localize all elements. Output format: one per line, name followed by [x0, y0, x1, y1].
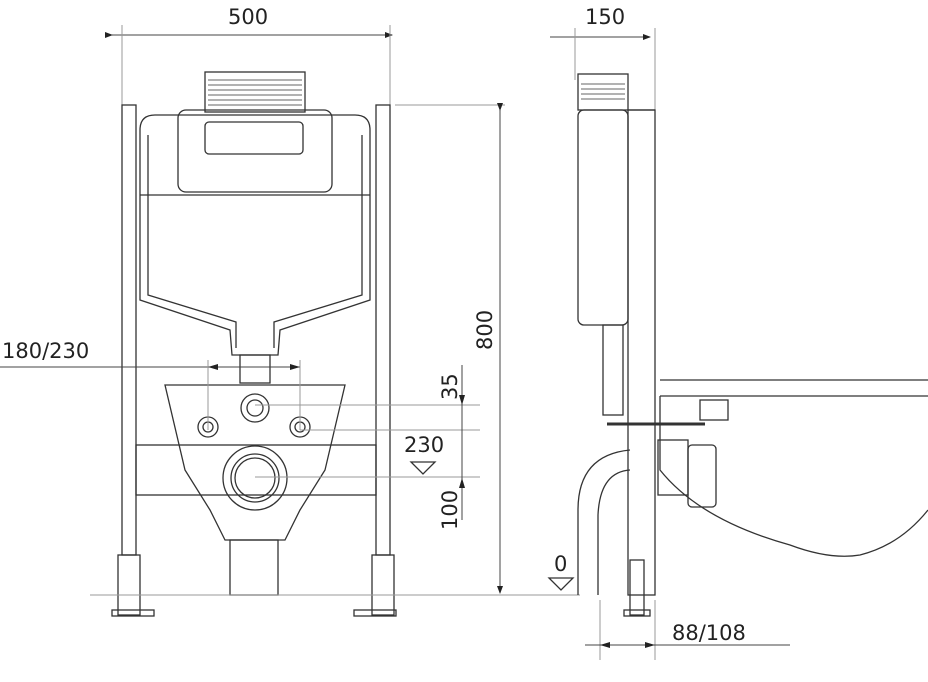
frame-post-left [121, 104, 137, 556]
frame-post-right [375, 104, 391, 556]
dimension-drain-projection-label: 88/108 [672, 621, 746, 645]
side-frame-post [627, 109, 656, 596]
wall-bracket [164, 384, 346, 541]
drain-outlet [222, 445, 288, 511]
side-view [550, 28, 928, 660]
dimension-bolt-height-label: 230 [404, 433, 444, 457]
front-view [0, 25, 580, 617]
dimension-drain-offset-label: 100 [438, 490, 462, 530]
dimension-bolt-spacing-label: 180/230 [2, 339, 89, 363]
dimension-height-label: 800 [473, 310, 497, 350]
floor-level-label: 0 [554, 552, 567, 576]
side-actuator [577, 73, 629, 111]
dimension-flush-pipe-label: 35 [438, 373, 462, 400]
dimension-depth-label: 150 [585, 5, 625, 29]
cistern [139, 114, 371, 356]
wall-hung-toilet [659, 379, 928, 557]
flush-plate-opening [177, 109, 333, 193]
dimension-width-label: 500 [228, 5, 268, 29]
flush-pipe-inlet [240, 393, 270, 423]
side-cistern [577, 109, 629, 326]
flush-actuator [204, 71, 306, 113]
